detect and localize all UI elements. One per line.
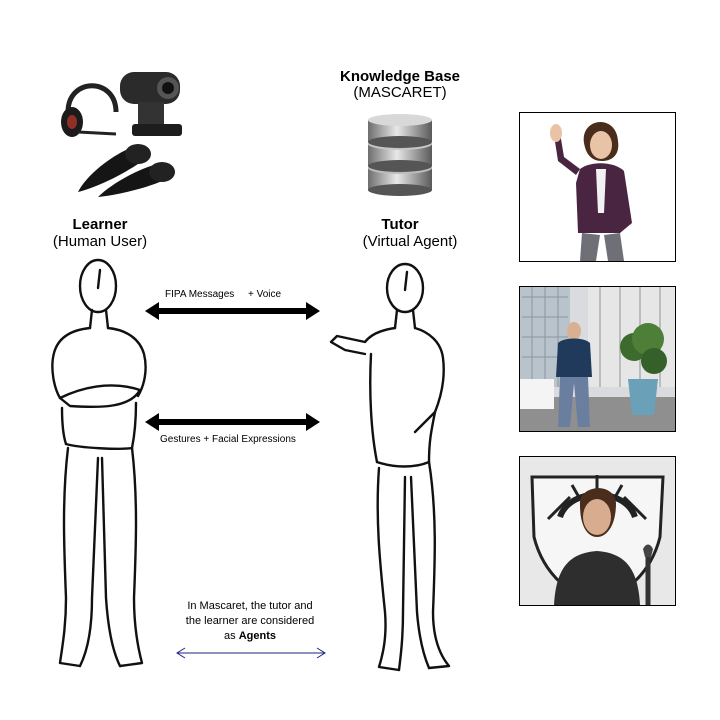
gestures-label: Gestures + Facial Expressions [160,434,296,445]
note-line-3: as Agents [224,630,276,642]
note-line-1: In Mascaret, the tutor and [187,600,313,612]
learner-subtitle: (Human User) [52,233,148,250]
agents-keyword: Agents [238,630,276,642]
gestures-arrow [145,411,320,433]
learner-title: Learner [72,216,128,233]
headset-icon [61,83,119,137]
tutor-title: Tutor [381,216,419,233]
knowledge-base-title: Knowledge Base [339,68,461,85]
knowledge-base-subtitle: (MASCARET) [353,84,447,101]
webcam-icon [120,72,182,136]
tutor-subtitle: (Virtual Agent) [362,233,458,250]
female-avatar-icon [519,112,676,262]
human-sketch-icon [40,258,160,678]
note-line-2: the learner are considered [185,615,315,627]
agents-arrow [175,646,327,660]
devices-group [58,62,198,202]
agent-sketch-icon [325,262,465,682]
male-avatar-emblem-icon [519,456,676,606]
fipa-arrow [145,300,320,322]
fipa-label: FIPA Messages [165,289,235,300]
male-avatar-office-icon [519,286,676,432]
voice-label: + Voice [248,289,282,300]
vr-controllers-icon [78,144,175,197]
agents-note: In Mascaret, the tutor and the learner a… [160,599,340,644]
database-icon [365,112,435,196]
